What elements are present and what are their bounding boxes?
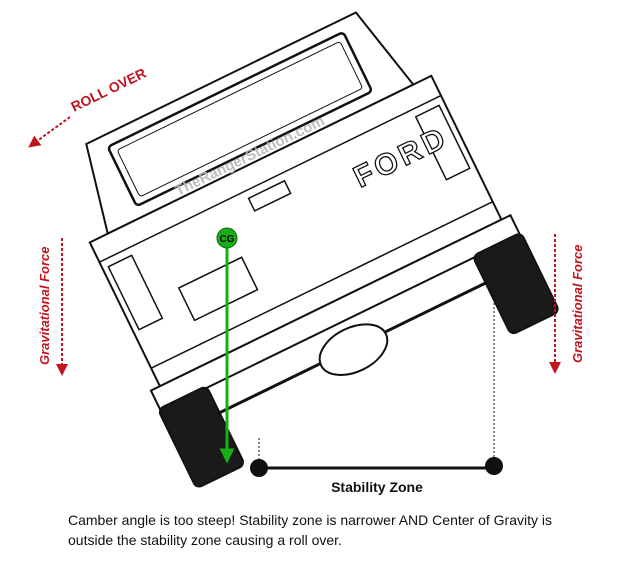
truck-illustration bbox=[85, 11, 559, 488]
rear-window bbox=[107, 32, 373, 207]
stability-zone-label: Stability Zone bbox=[331, 479, 423, 495]
gravity-label-right: Gravitational Force bbox=[570, 245, 585, 363]
left-tail-light bbox=[107, 254, 164, 331]
gravity-label-left: Gravitational Force bbox=[37, 247, 52, 365]
differential bbox=[318, 323, 389, 376]
right-tail-light bbox=[414, 104, 471, 181]
cg-label: CG bbox=[220, 234, 235, 245]
roll-over-label: ROLL OVER bbox=[68, 65, 148, 115]
stability-zone-right-point bbox=[485, 457, 503, 475]
caption: Camber angle is too steep! Stability zon… bbox=[68, 512, 552, 548]
cg-marker bbox=[216, 227, 238, 249]
bumper bbox=[149, 213, 522, 412]
right-tire bbox=[473, 233, 559, 335]
roll-over-arrow bbox=[28, 116, 71, 148]
stability-zone-left-point bbox=[250, 459, 268, 477]
